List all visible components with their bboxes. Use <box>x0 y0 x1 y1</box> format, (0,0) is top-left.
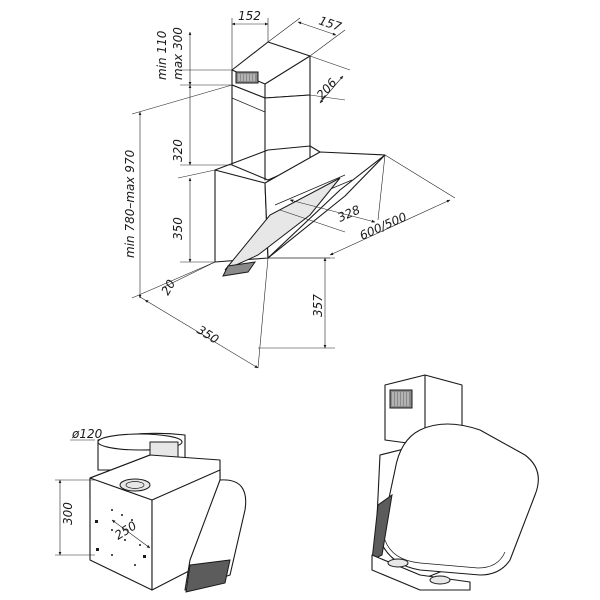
dim-chimney-side: 206 <box>314 75 340 102</box>
dim-bracket-height: 300 <box>61 502 75 525</box>
mounting-bracket-view: ø120 300 250 <box>55 427 247 593</box>
dim-top-depth: 157 <box>317 14 343 35</box>
dim-glass-height: 357 <box>311 294 325 317</box>
dim-chimney-max: max 300 <box>171 27 185 80</box>
dim-lower-section: 350 <box>171 217 185 240</box>
dim-panel-depth: 328 <box>336 202 363 224</box>
assembled-product-view <box>371 374 539 591</box>
dim-body-width: 350 <box>194 323 221 347</box>
dim-upper-section: 320 <box>171 139 185 162</box>
dim-chimney-min: min 110 <box>155 30 169 80</box>
main-isometric-view: 152 157 206 min 110 max 300 320 350 min … <box>123 9 456 369</box>
duct-outlet-ring <box>119 478 151 492</box>
glass-front <box>379 423 539 576</box>
dim-overall-width: 600/500 <box>358 210 410 243</box>
dim-bottom-offset: 20 <box>158 277 178 298</box>
dim-outlet-diameter: ø120 <box>71 427 103 441</box>
dim-total-height: min 780–max 970 <box>123 149 137 258</box>
dim-top-width: 152 <box>238 9 261 23</box>
vent-grille <box>235 71 259 84</box>
dimension-lines <box>131 17 456 369</box>
vent-grille-small <box>389 389 413 409</box>
